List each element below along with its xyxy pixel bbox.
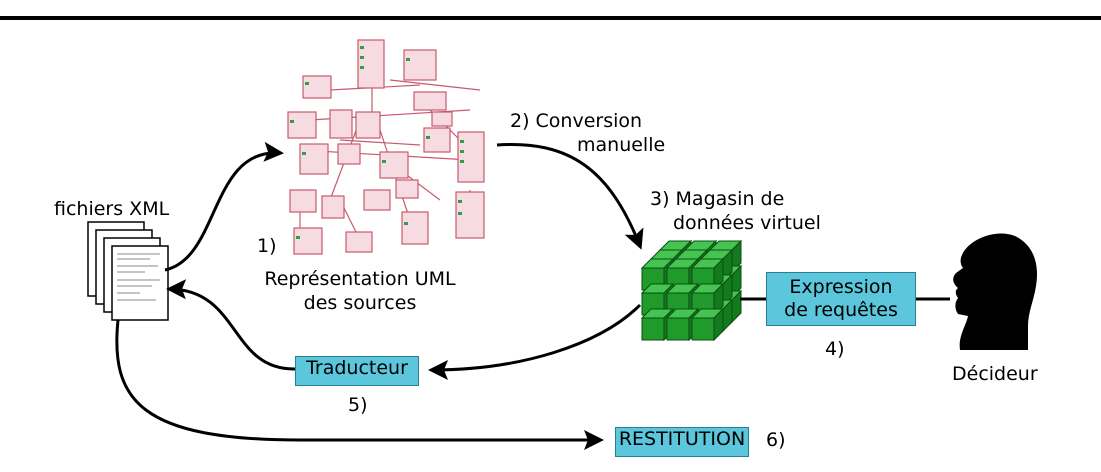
top-rule — [0, 16, 1101, 20]
conversion-label-line2: manuelle — [577, 134, 666, 156]
step1-number: 1) — [257, 235, 277, 257]
xml-files-label: fichiers XML — [54, 198, 170, 220]
step4-number: 4) — [825, 338, 845, 360]
store-label-line2: données virtuel — [673, 212, 821, 234]
uml-label-line1: Représentation UML — [264, 268, 456, 290]
arrow-xml-to-uml — [164, 141, 284, 272]
decider-head-icon — [953, 233, 1038, 350]
step5-number: 5) — [348, 394, 368, 416]
uml-diagram-thumbnail — [287, 39, 485, 255]
arrow-store-to-translator — [428, 303, 642, 380]
step6-number: 6) — [766, 429, 786, 451]
cubelet-front — [691, 317, 715, 341]
data-cube-icon — [640, 239, 743, 342]
query-box-line2: de requêtes — [784, 299, 898, 321]
arrow-uml-to-store — [496, 142, 644, 250]
xml-files-icon — [87, 221, 169, 321]
query-box-line1: Expression — [789, 276, 893, 298]
arrow-translator-to-xml — [166, 279, 296, 371]
query-expression-box: Expression de requêtes — [766, 272, 916, 326]
arrow-xml-to-restitution — [115, 319, 604, 450]
translator-box: Traducteur — [295, 356, 419, 386]
uml-label-line2: des sources — [303, 292, 417, 314]
decider-label: Décideur — [952, 363, 1038, 385]
store-label-line1: 3) Magasin de — [650, 188, 785, 210]
cubelet-front — [641, 317, 665, 341]
restitution-box: RESTITUTION — [615, 427, 749, 457]
cubelet-front — [666, 317, 690, 341]
conversion-label-line1: 2) Conversion — [510, 110, 643, 132]
